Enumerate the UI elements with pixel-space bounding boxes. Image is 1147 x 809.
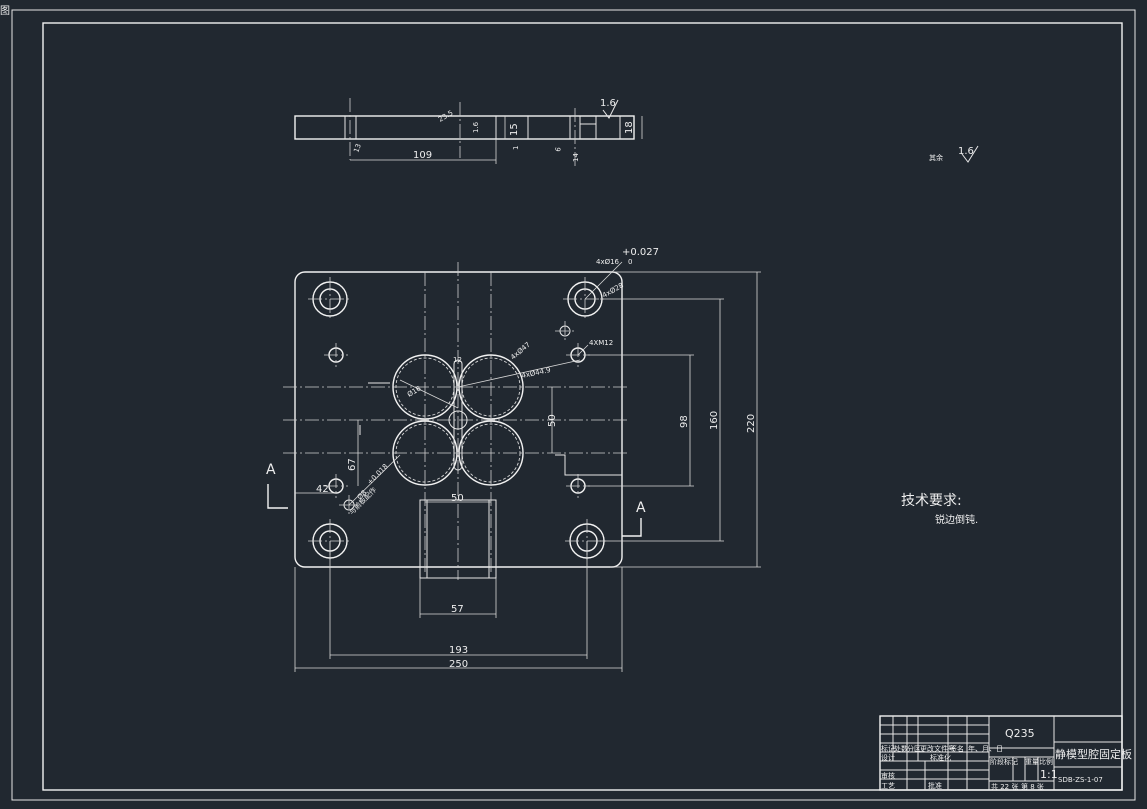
roughness-section-value: 1.6 [600, 98, 616, 109]
leader-screw [577, 344, 589, 356]
tb-scale: 1:1 [1040, 768, 1058, 781]
tb-r-ratio: 比例 [1039, 757, 1053, 766]
inner-border [42, 22, 1123, 791]
section-label-right: A [636, 500, 646, 516]
dim-center-tol: Ø16 [406, 384, 423, 398]
dim-193: 193 [449, 645, 468, 656]
dim-50-vertical: 50 [547, 414, 558, 427]
tb-material: Q235 [1005, 727, 1035, 740]
leader-cavity [457, 359, 581, 388]
locating-pin-hole [555, 321, 575, 341]
leader-center [399, 379, 459, 409]
section-arrow-right [622, 518, 642, 537]
roughness-other-symbol [961, 145, 979, 163]
title-block: 标记 处数 分区 更改文件号 签名 年、月、日 设计 标准化 审核 工艺 批准 … [879, 715, 1132, 791]
tb-r-doc: 更改文件号 [920, 744, 955, 753]
lower-channel [419, 499, 497, 579]
dim-98: 98 [679, 415, 690, 428]
plan-view: 250 193 57 50 220 160 98 50 67 42 4xØ16 … [266, 247, 761, 672]
section-arrow-left [267, 484, 288, 509]
corner-hole-top-left [308, 277, 352, 321]
plate-outline [294, 271, 623, 568]
tb-r-approve: 批准 [928, 781, 942, 790]
outer-border [11, 9, 1136, 801]
dim-cavity-outer: 4xØ47 [509, 341, 532, 362]
tb-r-sign: 签名 [950, 744, 964, 753]
tb-r-check: 审核 [881, 771, 895, 780]
dim-screw: 4XM12 [589, 339, 613, 347]
tech-req-item: 锐边倒钝. [935, 513, 978, 526]
dim-pin-holes: 4xØ16 [596, 258, 620, 266]
leader-locate [348, 454, 401, 506]
dim-220: 220 [746, 414, 757, 433]
section-hatch-right [527, 115, 571, 140]
dim-57: 57 [451, 604, 464, 615]
corner-label: 图 [0, 5, 10, 17]
dim-160: 160 [709, 411, 720, 430]
roughness-other-value: 1.6 [958, 146, 974, 157]
dim-locate-tol: +0.018 [366, 462, 390, 486]
tb-r-count: 处数 [894, 744, 908, 753]
roughness-symbol [602, 99, 619, 119]
sprue-circle [448, 410, 468, 430]
dim-cavity-inner: 4xØ44.9 [521, 366, 552, 380]
tb-r-stage: 阶段标记 [990, 757, 1018, 766]
section-view: 109 15 18 1.6 23.5 13 1 6 14 1.6 [294, 98, 643, 166]
section-dim-14: 14 [572, 153, 580, 162]
section-dim-16: 1.6 [472, 121, 480, 133]
tech-req-title: 技术要求: [901, 493, 962, 509]
dim-12: 12 [453, 356, 462, 364]
tb-r-weight: 重量 [1025, 758, 1039, 766]
tb-r-craft: 工艺 [881, 782, 895, 790]
dim-250: 250 [449, 659, 468, 670]
section-label-left: A [266, 462, 276, 478]
section-hatch-left [294, 115, 346, 140]
tb-sheets-total: 共 22 张 [991, 782, 1018, 791]
tb-part-name: 静模型腔固定板 [1055, 747, 1132, 761]
dim-pin-tol-upper: +0.027 [622, 247, 659, 258]
tb-r-std: 标准化 [930, 753, 951, 762]
section-outline [294, 115, 635, 140]
section-dim-235: 23.5 [437, 109, 455, 124]
side-step [555, 454, 622, 476]
tb-sheet-no: 第 8 张 [1021, 782, 1044, 791]
section-dim-1: 1 [512, 146, 520, 150]
dim-pin-tol-lower: 0 [628, 258, 632, 266]
section-dim-13: 13 [352, 143, 363, 154]
tb-drawing-no: SDB-ZS-1-07 [1058, 776, 1103, 784]
section-dim-109: 109 [413, 150, 432, 161]
tb-r-date: 年、月、日 [968, 744, 1003, 753]
section-dim-6: 6 [554, 146, 563, 152]
dim-67: 67 [347, 458, 358, 471]
tb-r-zone: 分区 [907, 744, 921, 753]
tb-r-mark: 标记 [881, 744, 895, 753]
leader-pin-holes [584, 261, 623, 300]
section-dim-15: 15 [509, 123, 520, 136]
section-dim-18: 18 [624, 121, 635, 134]
roughness-other-prefix: 其余 [929, 153, 943, 162]
tb-r-design: 设计 [881, 753, 895, 762]
screw-hole [324, 343, 348, 367]
dim-50-horizontal: 50 [451, 493, 464, 504]
dim-42: 42 [316, 484, 329, 495]
runner-slot [453, 359, 463, 471]
section-hatch-edge [595, 115, 621, 140]
